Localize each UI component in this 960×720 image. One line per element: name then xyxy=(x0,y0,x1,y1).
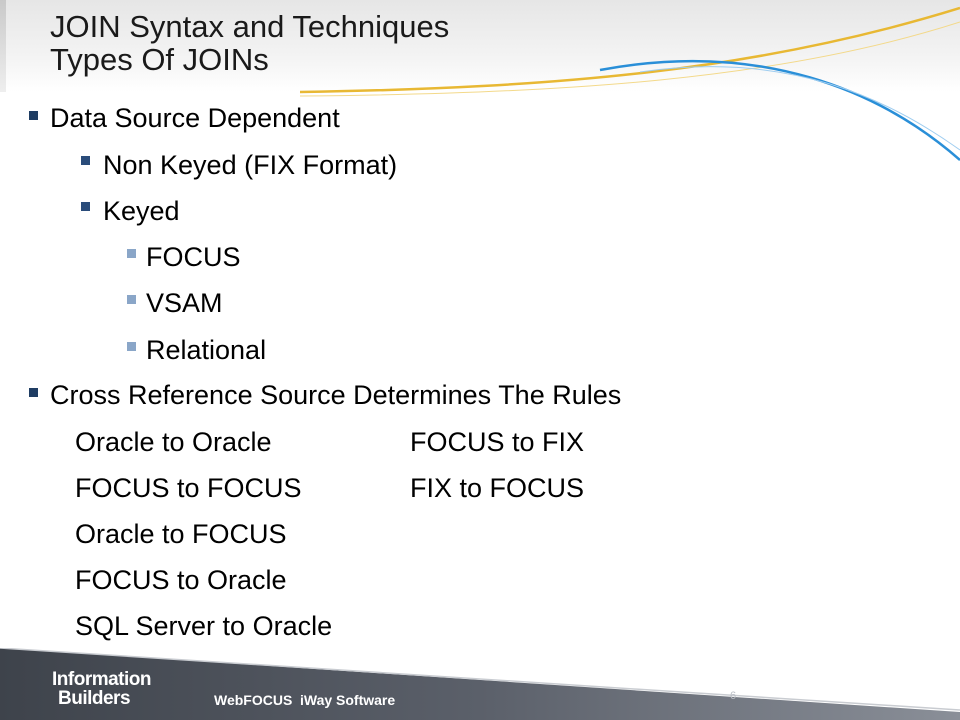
square-bullet-icon xyxy=(29,111,38,120)
page-number: 6 xyxy=(730,690,737,702)
combination-left-2: FOCUS to FOCUS xyxy=(75,473,302,503)
square-bullet-icon xyxy=(29,388,38,397)
product-iway: iWay Software xyxy=(300,692,396,708)
combination-left-4: FOCUS to Oracle xyxy=(75,565,287,595)
swoosh-gold-thin-line xyxy=(299,21,960,97)
bullet-keyed: Keyed xyxy=(103,196,180,226)
square-bullet-icon xyxy=(81,156,90,165)
combination-right-2: FIX to FOCUS xyxy=(410,473,585,503)
footer-banner: Information Builders WebFOCUS iWay Softw… xyxy=(0,648,960,720)
bullet-data-source: Data Source Dependent xyxy=(50,103,340,133)
bullet-focus: FOCUS xyxy=(146,242,241,272)
swoosh-blue-line xyxy=(599,59,960,161)
information-builders-logo: Information Builders xyxy=(52,669,152,709)
swoosh-blue-thin-line xyxy=(639,66,960,151)
slide-title-line1: JOIN Syntax and Techniques xyxy=(50,9,450,44)
square-bullet-icon xyxy=(127,342,136,351)
combination-right-1: FOCUS to FIX xyxy=(410,427,585,457)
title-accent-bar xyxy=(0,0,6,92)
combination-left-5: SQL Server to Oracle xyxy=(75,611,333,641)
footer-background xyxy=(0,648,960,720)
bullet-non-keyed: Non Keyed (FIX Format) xyxy=(103,150,398,180)
bullet-cross-reference: Cross Reference Source Determines The Ru… xyxy=(50,380,622,410)
square-bullet-icon xyxy=(127,249,136,258)
slide-title: JOIN Syntax and Techniques Types Of JOIN… xyxy=(50,10,449,76)
product-webfocus: WebFOCUS xyxy=(214,692,293,708)
logo-line2: Builders xyxy=(58,688,131,709)
bullet-vsam: VSAM xyxy=(146,288,223,318)
square-bullet-icon xyxy=(127,295,136,304)
swoosh-gold-line xyxy=(299,6,960,94)
logo-line1: Information xyxy=(52,669,152,690)
combination-left-3: Oracle to FOCUS xyxy=(75,519,287,549)
combination-left-1: Oracle to Oracle xyxy=(75,427,272,457)
title-band xyxy=(0,0,960,92)
decorative-swoosh xyxy=(299,6,960,161)
slide-title-line2: Types Of JOINs xyxy=(50,42,269,77)
bullet-relational: Relational xyxy=(146,335,267,365)
square-bullet-icon xyxy=(81,202,90,211)
